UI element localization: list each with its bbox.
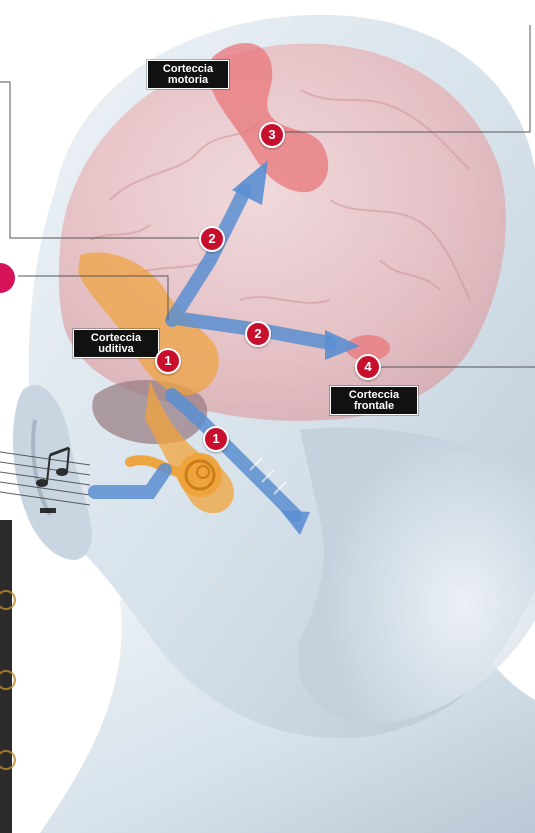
step-marker-1-nerve: 1 — [203, 426, 229, 452]
step-marker-2-motor-path: 2 — [199, 226, 225, 252]
label-corteccia-frontale: Corteccia frontale — [330, 386, 418, 415]
label-corteccia-uditiva-line2: uditiva — [78, 344, 154, 355]
label-corteccia-uditiva: Corteccia uditiva — [73, 329, 159, 358]
step-marker-3: 3 — [259, 122, 285, 148]
label-corteccia-motoria: Corteccia motoria — [147, 60, 229, 89]
side-image-strip — [0, 520, 12, 833]
step-marker-2-frontal-path: 2 — [245, 321, 271, 347]
label-corteccia-frontale-line2: frontale — [335, 401, 413, 412]
step-marker-1-auditory-cortex: 1 — [155, 348, 181, 374]
label-corteccia-motoria-line2: motoria — [152, 75, 224, 86]
step-marker-4: 4 — [355, 354, 381, 380]
